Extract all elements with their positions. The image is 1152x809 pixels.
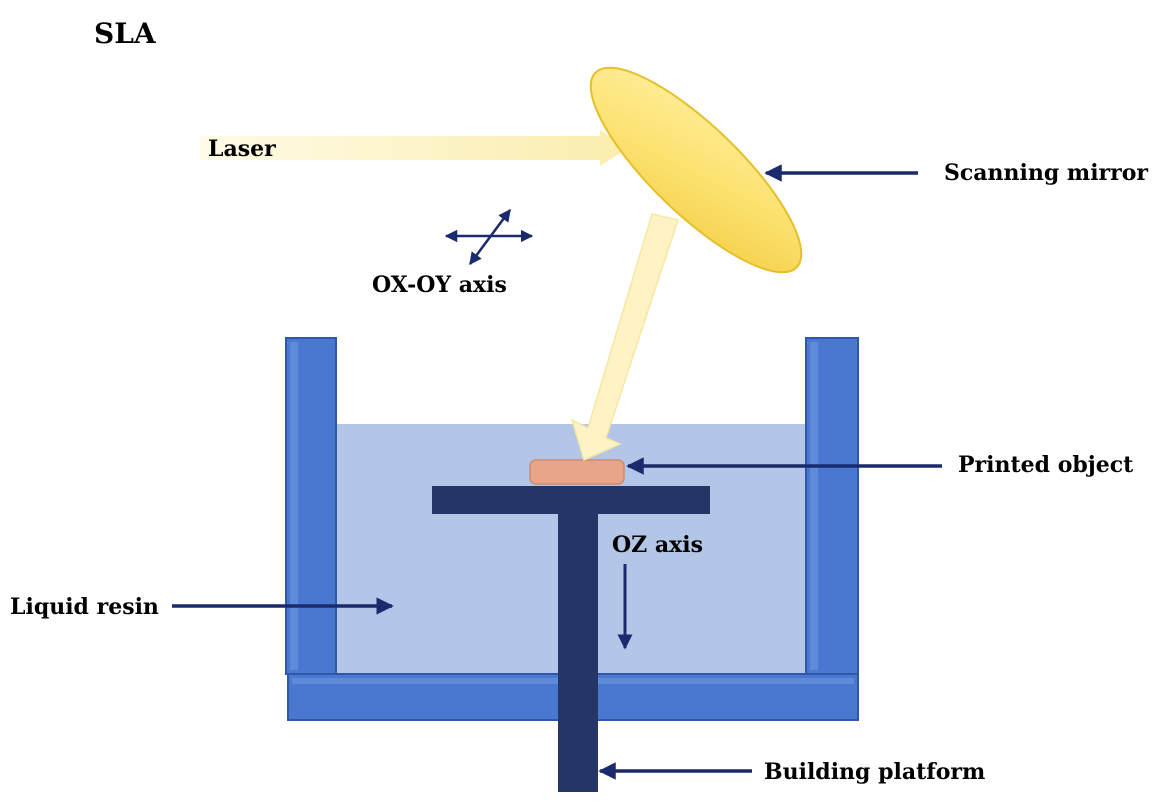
laser-label: Laser	[208, 136, 276, 162]
laser-beam-horizontal	[200, 136, 608, 160]
oy-axis-arrow	[468, 208, 512, 266]
laser-beam-reflected	[570, 213, 679, 462]
tank-left-wall-highlight	[290, 342, 298, 670]
building-platform-label: Building platform	[764, 759, 986, 785]
liquid-resin-label: Liquid resin	[10, 594, 159, 620]
scanning-mirror	[589, 66, 803, 274]
scanning-mirror-label: Scanning mirror	[944, 160, 1149, 186]
platform-stem	[558, 486, 598, 792]
laser-beam-horizontal-head	[600, 130, 628, 166]
printed-object-label: Printed object	[958, 452, 1134, 478]
oz-axis-label: OZ axis	[612, 532, 703, 558]
ox-oy-axis-label: OX-OY axis	[372, 272, 507, 298]
printed-object	[529, 459, 625, 485]
diagram-title: SLA	[94, 17, 156, 50]
tank-right-wall-highlight	[810, 342, 818, 670]
